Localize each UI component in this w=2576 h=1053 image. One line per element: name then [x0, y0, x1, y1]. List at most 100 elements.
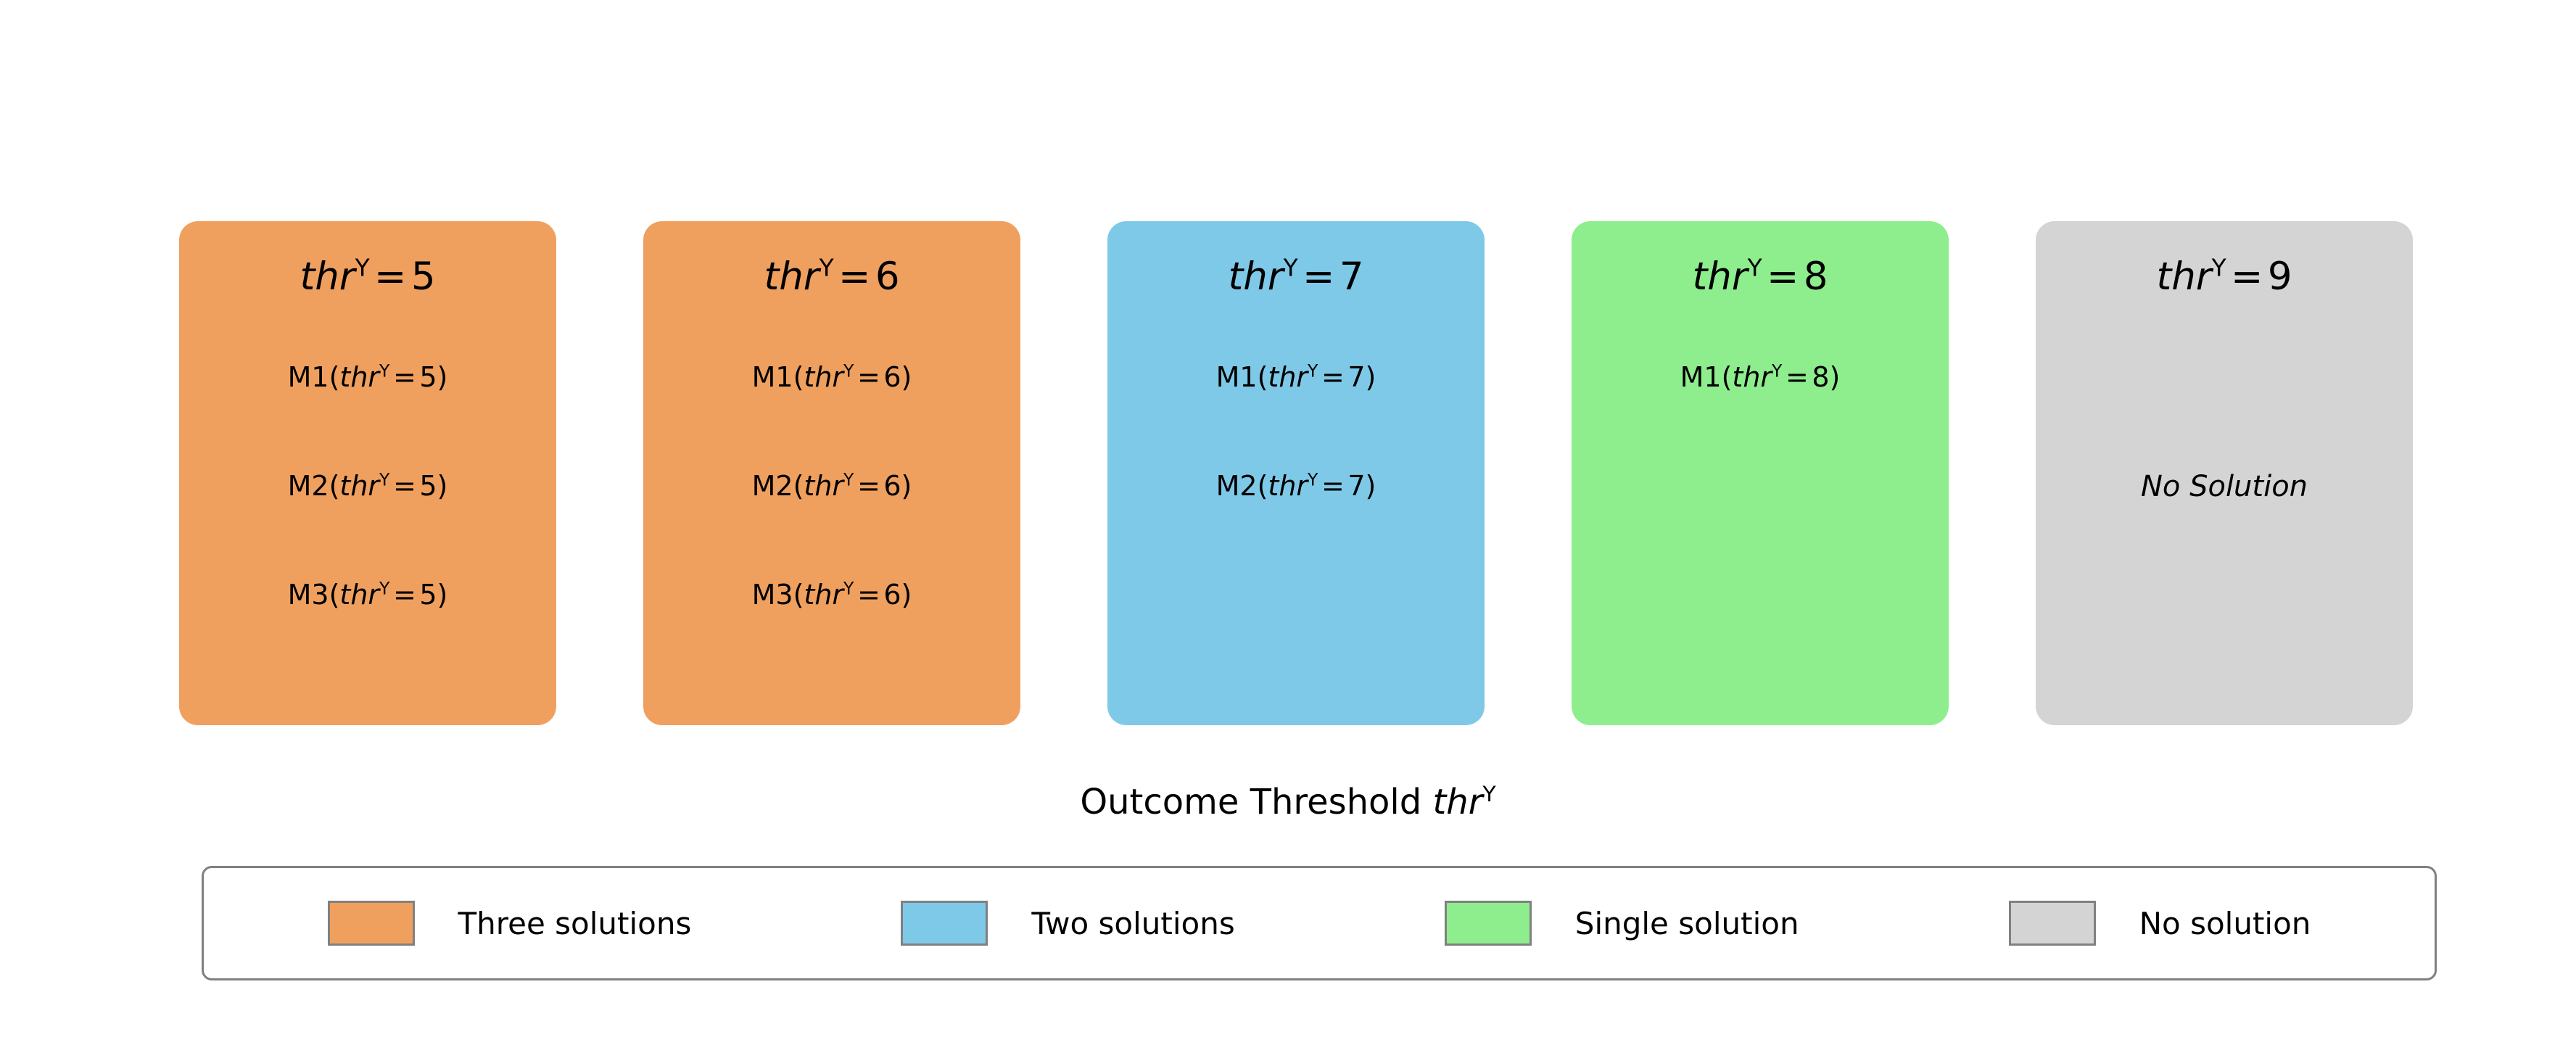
thr-superscript: Y — [843, 578, 854, 599]
threshold-value: 5 — [419, 470, 437, 502]
legend-label: Single solution — [1574, 905, 1799, 941]
model-prefix: M2( — [287, 470, 340, 502]
axis-label-outcome-threshold: Outcome Threshold thrY — [0, 782, 2576, 822]
equals-sign: = — [856, 579, 880, 611]
model-suffix: ) — [1829, 361, 1841, 393]
legend-entry-two-solutions[interactable]: Two solutions — [901, 901, 1235, 946]
equals-sign: = — [2231, 255, 2263, 299]
thr-superscript: Y — [2211, 253, 2226, 282]
no-solution-label: No Solution — [2140, 470, 2308, 503]
model-suffix: ) — [1365, 470, 1376, 502]
equals-sign: = — [856, 361, 880, 393]
legend-entry-single-solution[interactable]: Single solution — [1444, 901, 1799, 946]
legend-entry-no-solution[interactable]: No solution — [2008, 901, 2311, 946]
threshold-box-7: thrY=7 M1(thrY=7) M2(thrY=7) — [1107, 221, 1485, 725]
thr-superscript: Y — [1283, 253, 1298, 282]
equals-sign: = — [856, 470, 880, 502]
threshold-value: 5 — [419, 361, 437, 393]
threshold-value: 5 — [410, 255, 436, 299]
thr-symbol: thr — [1268, 361, 1308, 393]
thr-superscript: Y — [1308, 469, 1318, 490]
threshold-value: 6 — [883, 361, 901, 393]
threshold-box-5: thrY=5 M1(thrY=5) M2(thrY=5) M3(thrY=5) — [179, 221, 556, 725]
list-item: M1(thrY=8) — [1572, 363, 1949, 472]
thr-superscript: Y — [1482, 782, 1496, 807]
model-suffix: ) — [1365, 361, 1376, 393]
thr-superscript: Y — [355, 253, 370, 282]
threshold-value: 7 — [1339, 255, 1364, 299]
legend-entry-three-solutions[interactable]: Three solutions — [327, 901, 692, 946]
legend-label: No solution — [2139, 905, 2311, 941]
threshold-value: 5 — [419, 579, 437, 611]
thr-symbol: thr — [804, 361, 844, 393]
threshold-value: 6 — [875, 255, 900, 299]
model-prefix: M1( — [1680, 361, 1733, 393]
equals-sign: = — [1303, 255, 1335, 299]
list-item: M1(thrY=7) — [1107, 363, 1485, 472]
list-item: M2(thrY=7) — [1107, 469, 1485, 581]
thr-superscript: Y — [379, 578, 390, 599]
legend-swatch-icon — [327, 901, 415, 946]
legend-swatch-icon — [901, 901, 988, 946]
threshold-value: 6 — [883, 579, 901, 611]
thr-superscript: Y — [1772, 360, 1783, 381]
thr-superscript: Y — [1747, 253, 1762, 282]
model-prefix: M3( — [751, 579, 804, 611]
threshold-box-title: thrY=5 — [179, 255, 556, 299]
equals-sign: = — [392, 361, 416, 393]
model-prefix: M3( — [287, 579, 340, 611]
thr-symbol: thr — [1692, 255, 1748, 299]
equals-sign: = — [1785, 361, 1809, 393]
list-item: M1(thrY=5) — [179, 363, 556, 472]
thr-superscript: Y — [843, 469, 854, 490]
thr-superscript: Y — [1308, 360, 1318, 381]
list-item: M2(thrY=5) — [179, 470, 556, 581]
equals-sign: = — [392, 470, 416, 502]
thr-superscript: Y — [379, 360, 390, 381]
list-item: M3(thrY=6) — [643, 578, 1020, 690]
thr-symbol: thr — [2156, 255, 2212, 299]
threshold-value: 7 — [1347, 361, 1366, 393]
model-prefix: M2( — [1215, 470, 1268, 502]
model-prefix: M1( — [1215, 361, 1268, 393]
thr-symbol: thr — [804, 470, 844, 502]
threshold-box-title: thrY=6 — [643, 255, 1020, 299]
model-prefix: M1( — [751, 361, 804, 393]
thr-symbol: thr — [764, 255, 820, 299]
model-suffix: ) — [437, 361, 448, 393]
threshold-box-6: thrY=6 M1(thrY=6) M2(thrY=6) M3(thrY=6) — [643, 221, 1020, 725]
axis-label-text: Outcome Threshold — [1080, 782, 1433, 822]
legend-swatch-icon — [1444, 901, 1532, 946]
thr-symbol: thr — [1268, 470, 1308, 502]
thr-symbol: thr — [339, 361, 380, 393]
legend: Three solutions Two solutions Single sol… — [202, 866, 2437, 980]
threshold-box-title: thrY=7 — [1107, 255, 1485, 299]
thr-superscript: Y — [843, 360, 854, 381]
thr-symbol: thr — [804, 579, 844, 611]
equals-sign: = — [1767, 255, 1799, 299]
equals-sign: = — [1321, 361, 1345, 393]
model-suffix: ) — [901, 361, 912, 393]
threshold-value: 8 — [1803, 255, 1828, 299]
threshold-value: 7 — [1347, 470, 1366, 502]
legend-swatch-icon — [2008, 901, 2096, 946]
equals-sign: = — [374, 255, 407, 299]
list-item: M3(thrY=5) — [179, 578, 556, 690]
thr-symbol: thr — [1432, 782, 1483, 822]
model-suffix: ) — [437, 470, 448, 502]
legend-label: Three solutions — [458, 905, 692, 941]
solution-list: No Solution — [2036, 472, 2413, 581]
solution-list: M1(thrY=7) M2(thrY=7) — [1107, 363, 1485, 581]
thr-superscript: Y — [819, 253, 834, 282]
threshold-box-8: thrY=8 M1(thrY=8) — [1572, 221, 1949, 725]
model-prefix: M1( — [287, 361, 340, 393]
threshold-box-9: thrY=9 No Solution — [2036, 221, 2413, 725]
list-item: M2(thrY=6) — [643, 469, 1020, 581]
solution-list: M1(thrY=6) M2(thrY=6) M3(thrY=6) — [643, 363, 1020, 690]
model-suffix: ) — [901, 579, 912, 611]
equals-sign: = — [838, 255, 871, 299]
model-prefix: M2( — [751, 470, 804, 502]
legend-label: Two solutions — [1031, 905, 1235, 941]
model-suffix: ) — [901, 470, 912, 502]
